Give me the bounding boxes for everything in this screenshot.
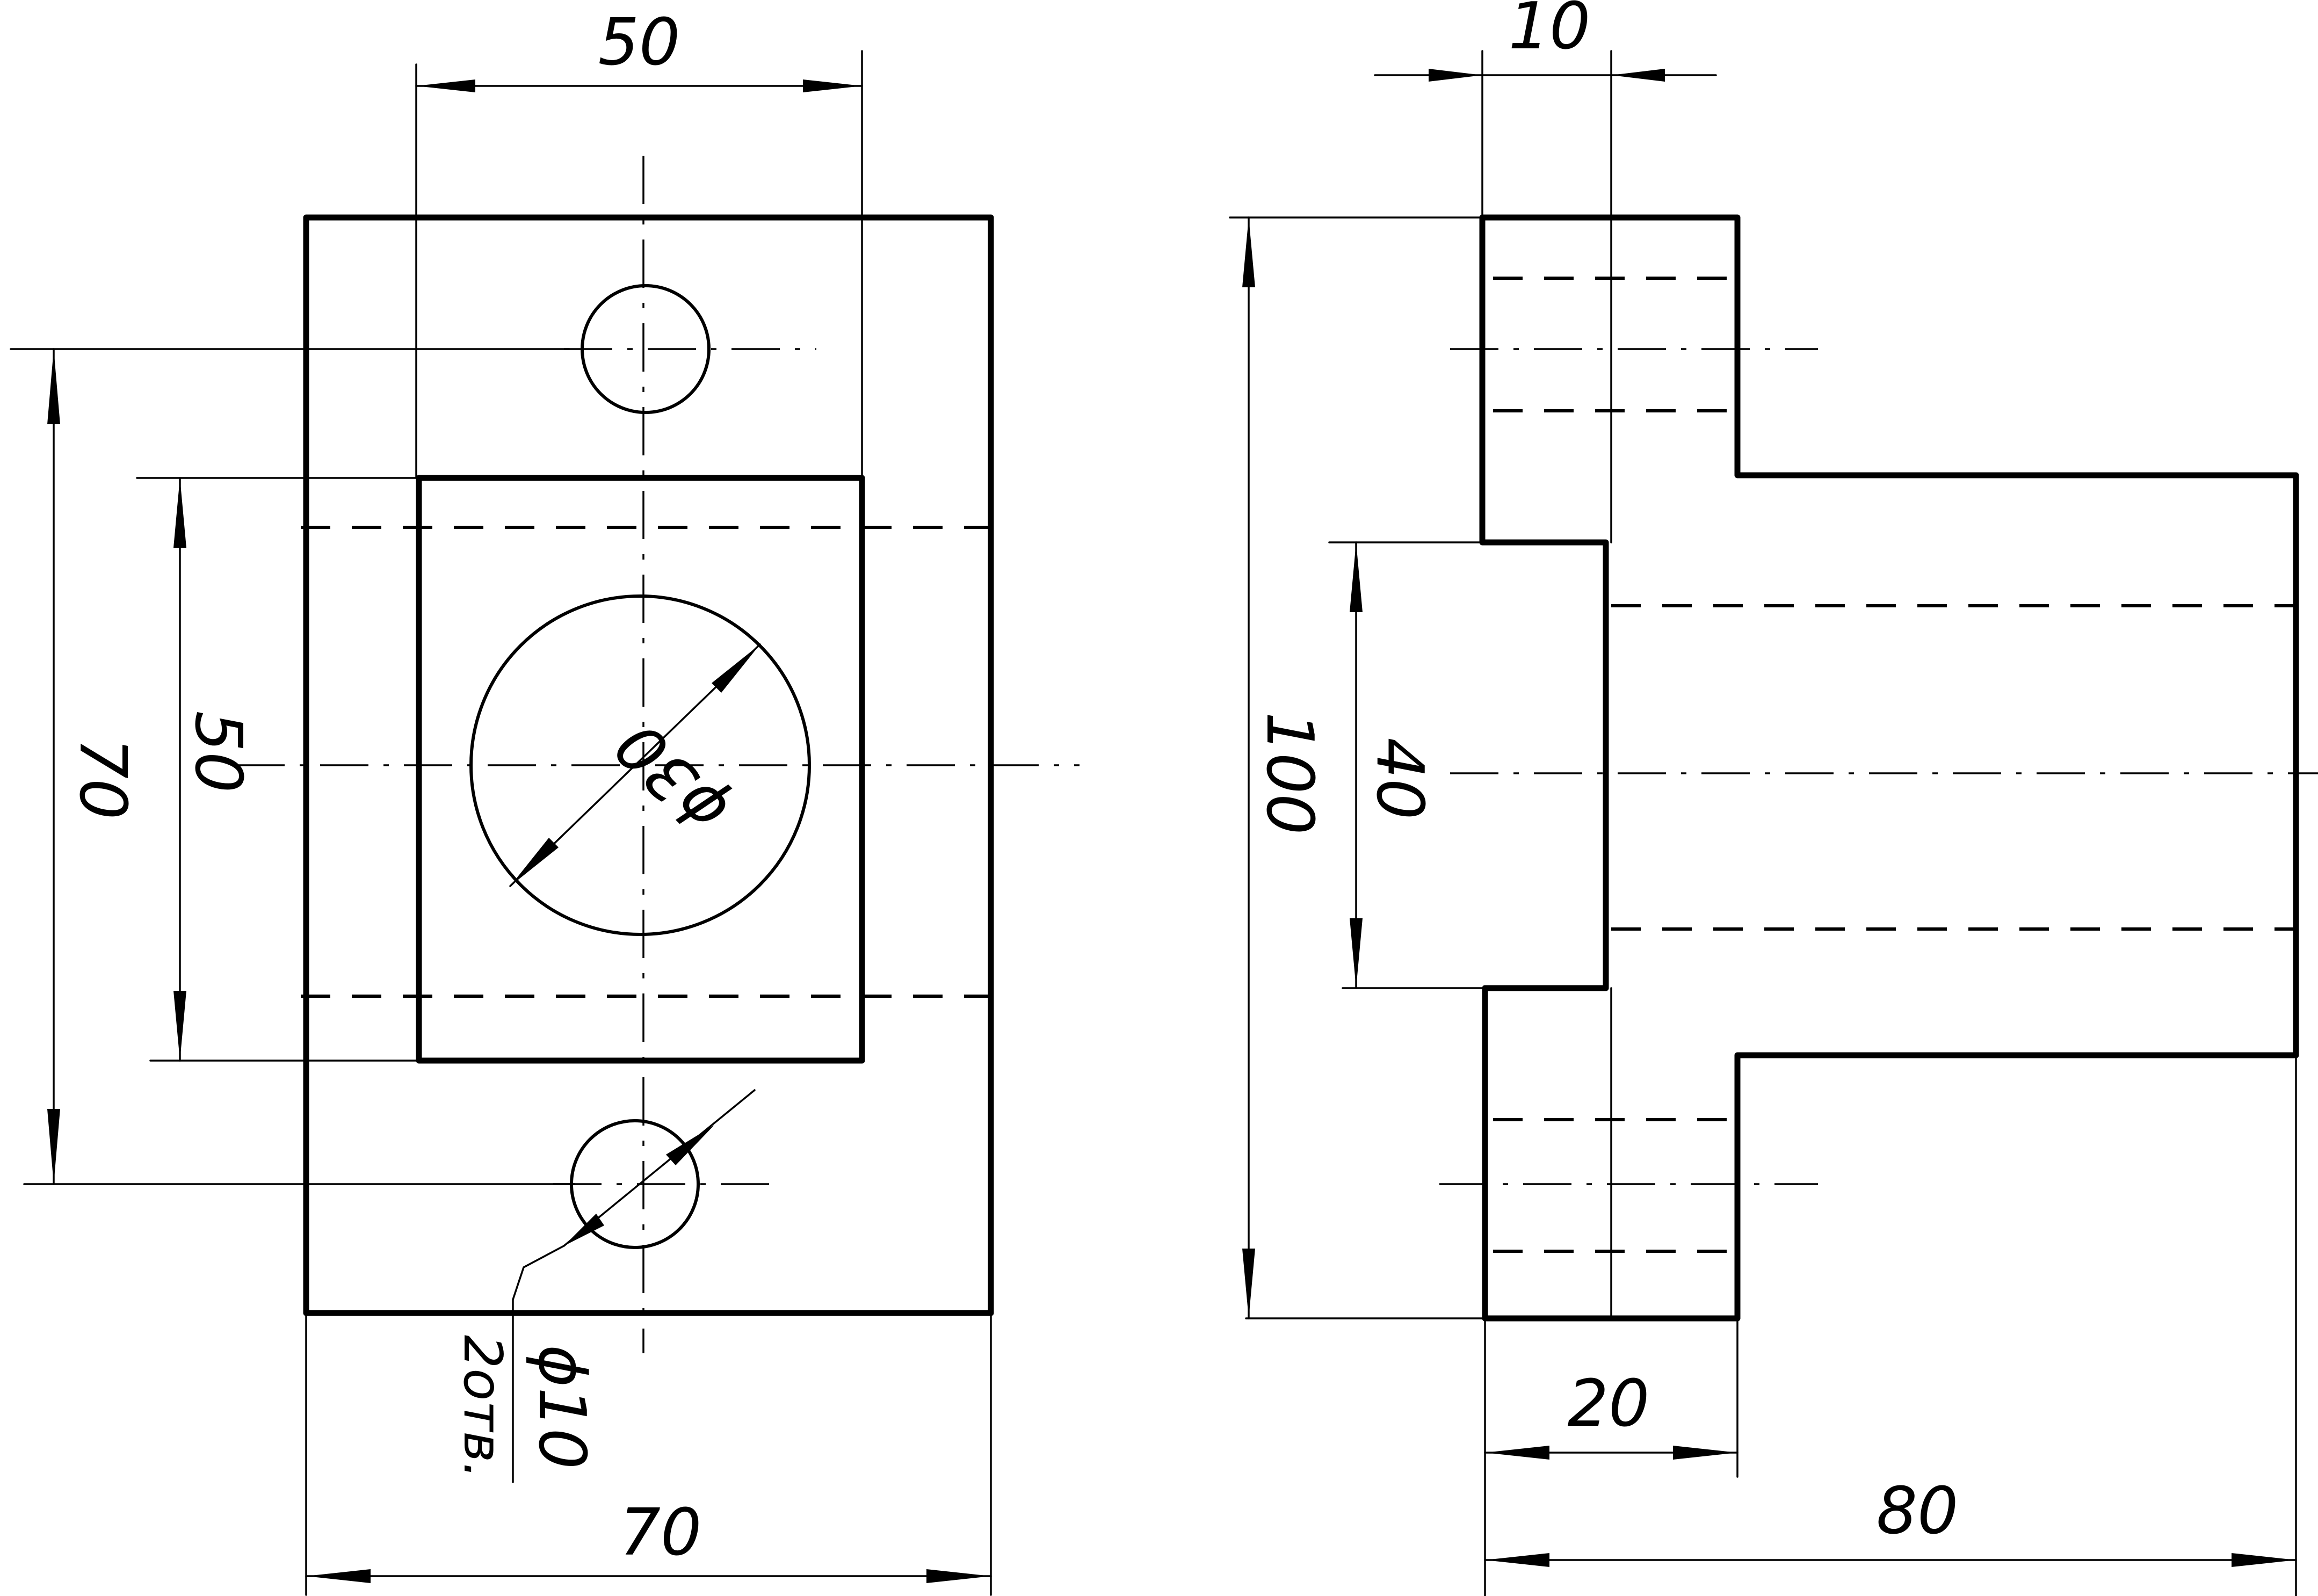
arrow-head — [1242, 1249, 1255, 1318]
arrow-head — [666, 1125, 714, 1165]
arrow-head — [2232, 1553, 2296, 1567]
arrow-head — [926, 1569, 991, 1583]
arrow-head — [306, 1569, 371, 1583]
dim-text-bore: ϕ30 — [602, 708, 742, 848]
arrow-head — [173, 478, 186, 548]
arrow-head — [1429, 69, 1482, 82]
dim-text-width: 70 — [620, 1496, 702, 1570]
arrow-head — [173, 991, 186, 1061]
leader-tail — [512, 1245, 565, 1483]
arrow-head — [1350, 918, 1363, 988]
dim-text-plate: 20 — [1568, 1367, 1650, 1441]
dim-text-hole-spacing: 70 — [65, 738, 140, 820]
front-boss-outline — [416, 475, 865, 1064]
front-view: 50 70 50 ϕ30 ϕ10 2отв. 70 — [10, 5, 1080, 1596]
arrow-head — [47, 349, 60, 424]
arrow-head — [712, 644, 760, 693]
dim-text-small-hole: ϕ10 — [524, 1345, 599, 1469]
arrow-head — [47, 1109, 60, 1184]
arrow-head — [564, 1214, 604, 1246]
arrow-head — [1350, 542, 1363, 612]
arrow-head — [510, 838, 559, 886]
arrow-head — [1485, 1553, 1549, 1567]
arrow-head — [416, 79, 475, 92]
dim-text-slot-width: 50 — [598, 5, 680, 80]
dim-text-recess: 40 — [1362, 738, 1437, 820]
side-outline — [1479, 214, 2299, 1322]
dim-text-flange: 10 — [1509, 0, 1591, 64]
dim-text-small-hole-count: 2отв. — [452, 1335, 513, 1479]
arrow-head — [1242, 217, 1255, 287]
dim-text-slot-height: 50 — [180, 711, 255, 793]
arrow-head — [1611, 69, 1665, 82]
arrow-head — [803, 79, 862, 92]
side-view: 10 100 40 20 80 — [1229, 0, 2318, 1596]
arrow-head — [1485, 1446, 1549, 1460]
dim-text-height: 100 — [1252, 712, 1327, 835]
arrow-head — [1673, 1446, 1737, 1460]
dim-text-length: 80 — [1877, 1474, 1959, 1549]
